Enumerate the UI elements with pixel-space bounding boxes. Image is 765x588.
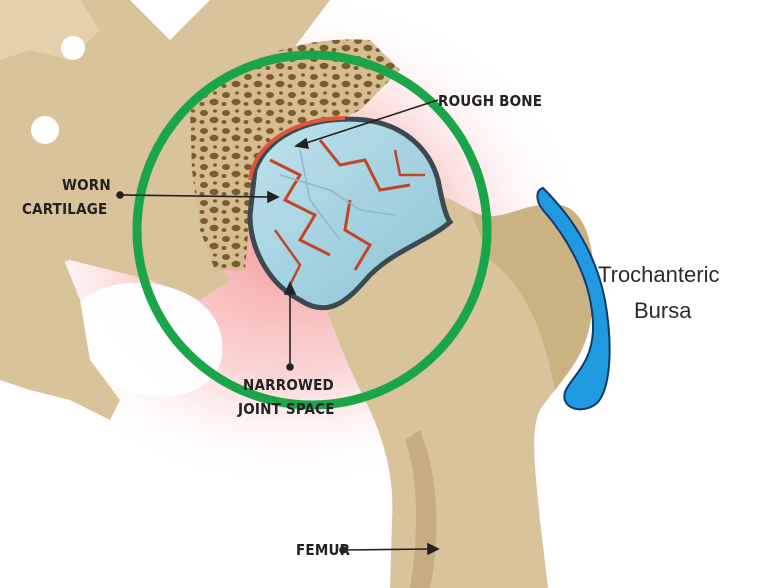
label-worn-line2: CARTILAGE: [22, 200, 107, 218]
label-worn-line1: WORN: [62, 176, 111, 194]
label-bursa-line2: Bursa: [634, 298, 692, 323]
label-narrowed-line1: NARROWED: [243, 376, 334, 394]
label-narrowed-line2: JOINT SPACE: [237, 400, 335, 418]
label-femur: FEMUR: [296, 541, 351, 559]
label-bursa-line1: Trochanteric: [598, 262, 719, 287]
label-rough-bone: ROUGH BONE: [438, 92, 542, 110]
